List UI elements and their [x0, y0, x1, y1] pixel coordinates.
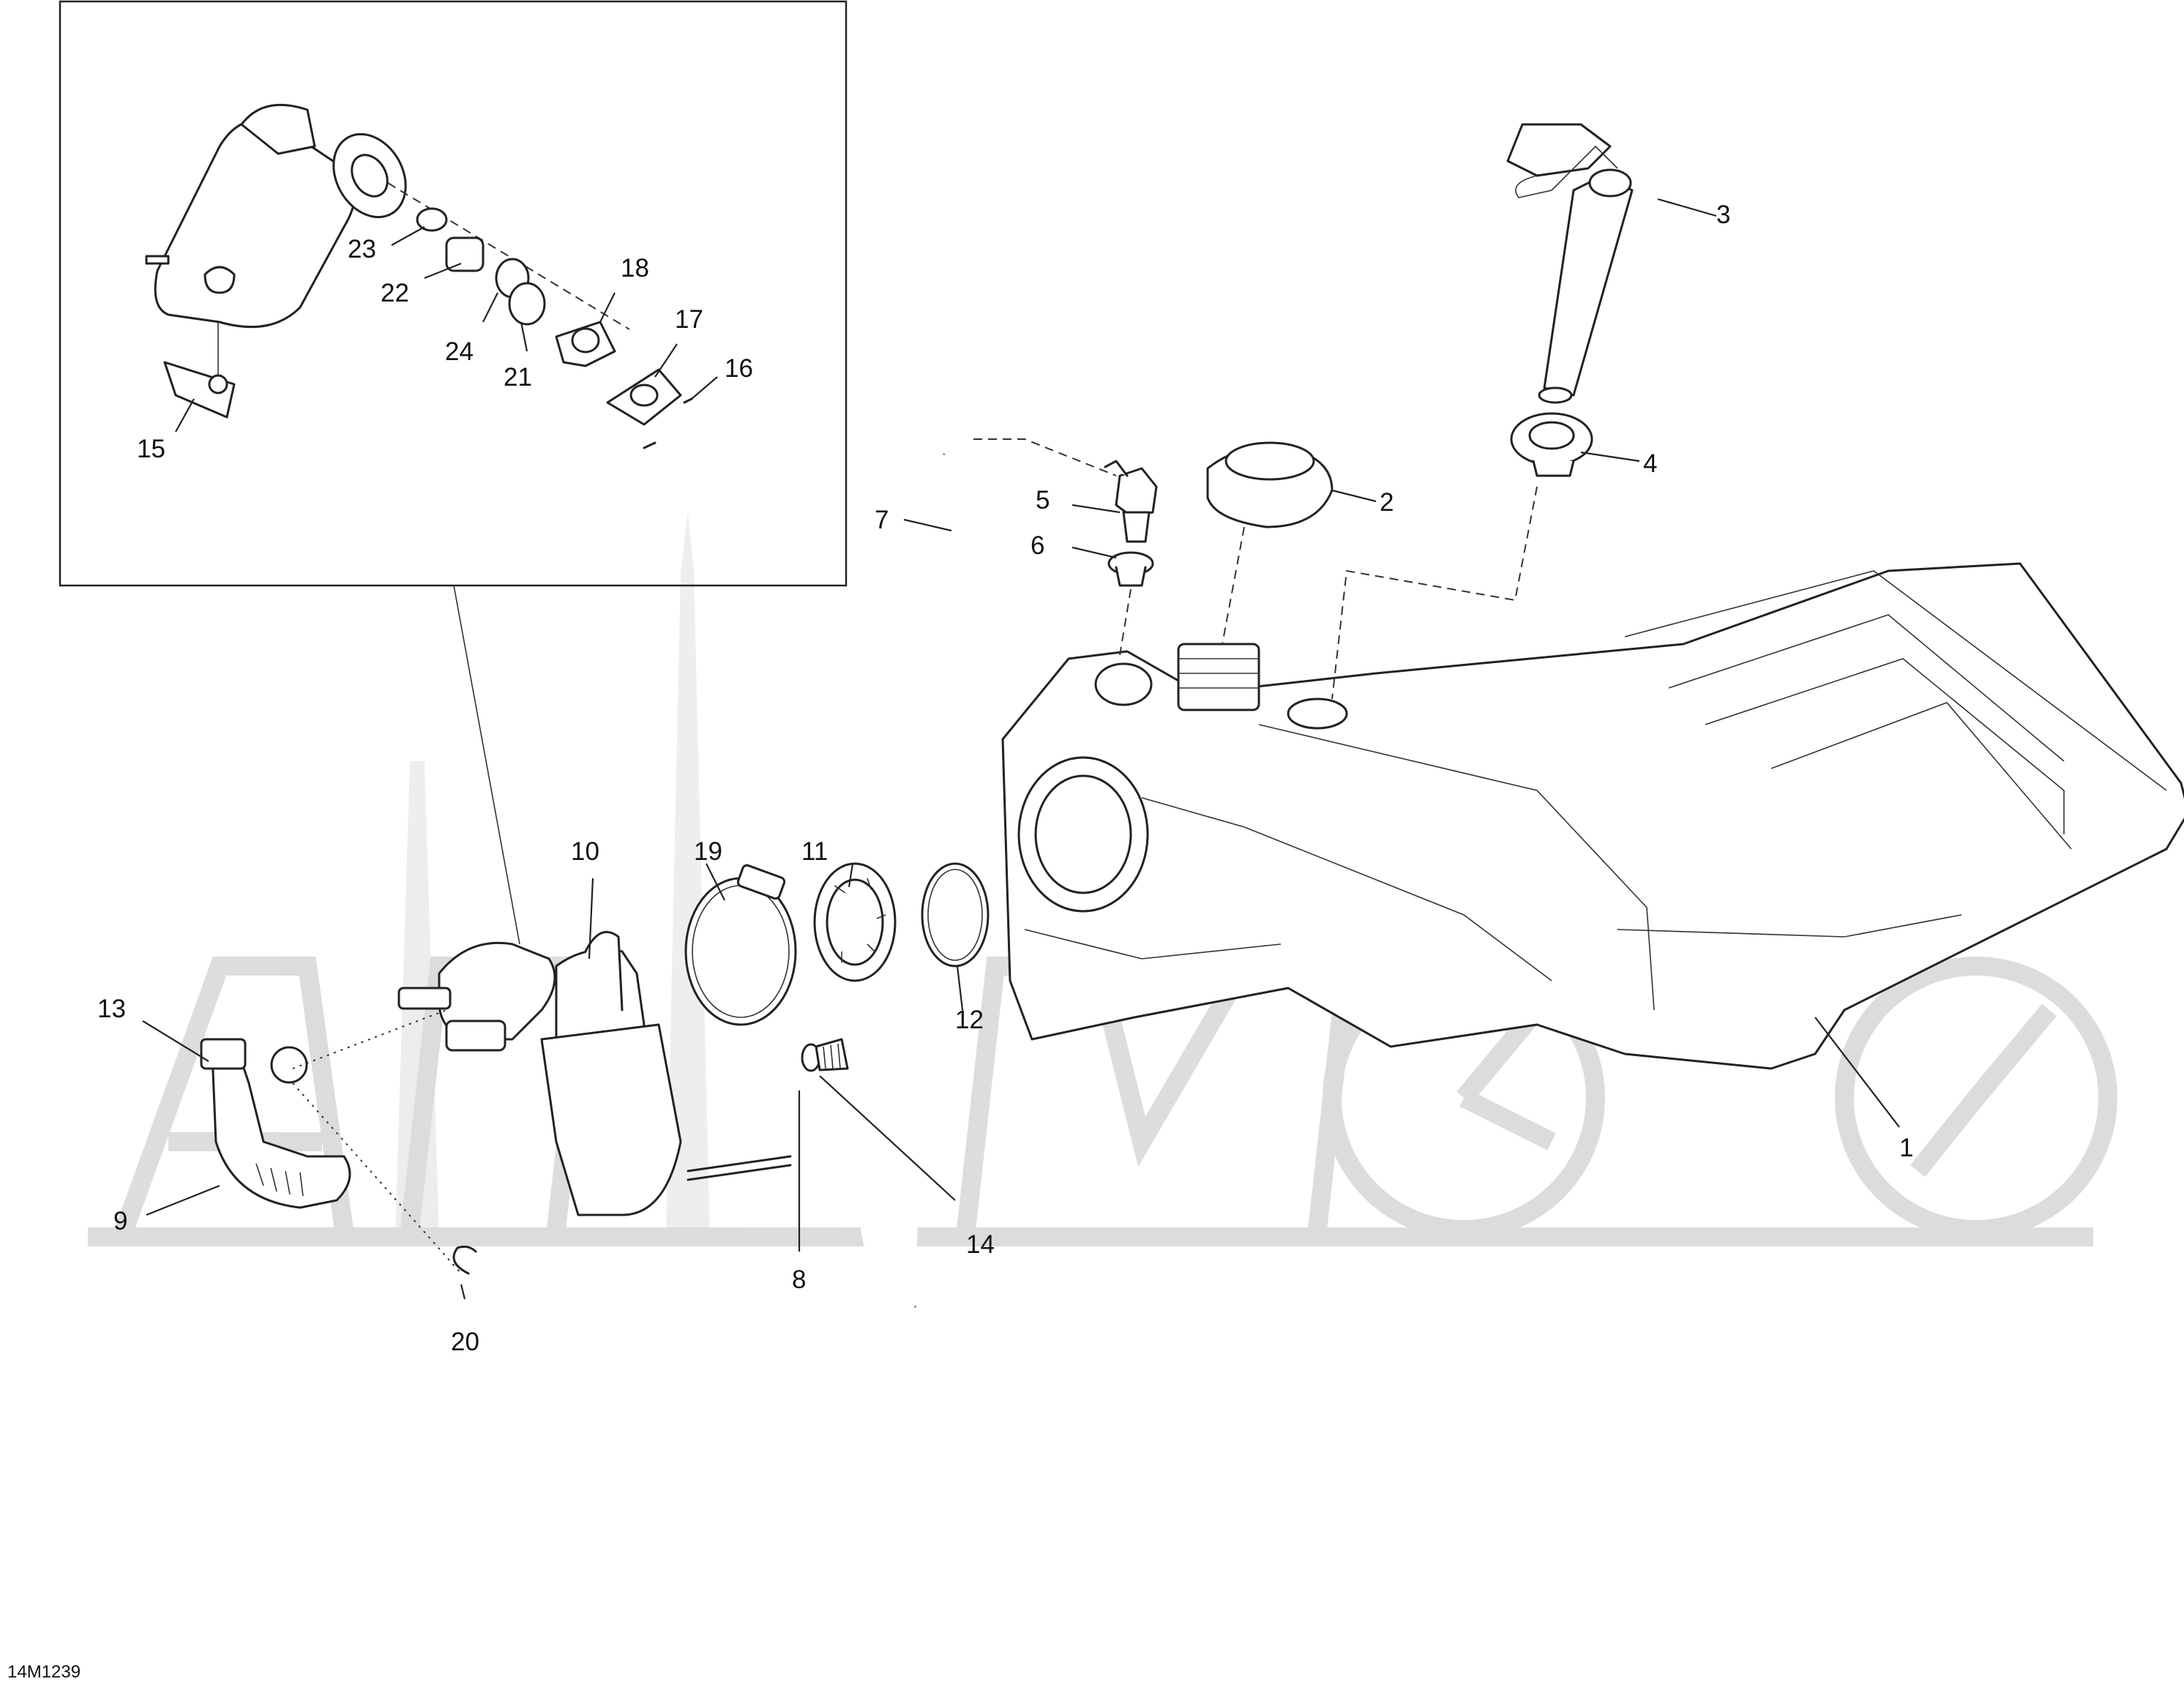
fuel-hose [200, 1009, 462, 1274]
callout-1: 1 [1899, 1134, 1913, 1162]
callout-19: 19 [694, 837, 722, 866]
callout-10: 10 [571, 837, 599, 866]
inset-pointer-line [453, 585, 520, 945]
drawing-code: 14M1239 [7, 1662, 81, 1682]
vent-hose [859, 433, 1117, 1311]
inset-pump-module [145, 103, 630, 330]
sender-grommet [1331, 412, 1593, 700]
clamp [684, 864, 797, 1026]
callout-12: 12 [955, 1006, 984, 1034]
leader-lines [142, 198, 1900, 1300]
callout-9: 9 [113, 1207, 127, 1235]
callout-6: 6 [1031, 531, 1044, 560]
callout-23: 23 [348, 235, 376, 263]
callout-4: 4 [1643, 449, 1657, 478]
vent-valve [1104, 460, 1158, 543]
inset-sender-bracket [163, 322, 236, 419]
callout-16: 16 [725, 354, 753, 383]
callout-15: 15 [137, 435, 165, 463]
inset-small-parts [416, 207, 693, 449]
fuel-cap [1206, 441, 1334, 645]
drain-plug [801, 1038, 849, 1072]
callout-17: 17 [675, 305, 703, 334]
callout-8: 8 [792, 1265, 806, 1294]
callout-2: 2 [1380, 488, 1394, 517]
locking-ring [813, 862, 897, 982]
callout-21: 21 [504, 363, 532, 392]
inset-frame [59, 0, 848, 587]
o-ring [921, 862, 990, 968]
valve-grommet [1107, 551, 1154, 656]
callout-20: 20 [451, 1328, 479, 1356]
fuel-tank [1001, 562, 2184, 1070]
retaining-clip [452, 1245, 477, 1275]
callout-labels: 1 2 3 4 5 6 7 8 9 10 11 12 13 14 15 16 1… [97, 201, 1913, 1356]
fuel-pump [397, 930, 792, 1216]
fuel-level-sender [1506, 123, 1634, 404]
callout-18: 18 [621, 254, 649, 283]
callout-14: 14 [966, 1230, 995, 1259]
callout-5: 5 [1036, 486, 1050, 515]
callout-3: 3 [1716, 201, 1730, 229]
callout-24: 24 [445, 337, 474, 366]
callout-22: 22 [381, 279, 409, 307]
callout-7: 7 [875, 506, 889, 534]
callout-11: 11 [801, 837, 828, 866]
callout-13: 13 [97, 995, 126, 1023]
